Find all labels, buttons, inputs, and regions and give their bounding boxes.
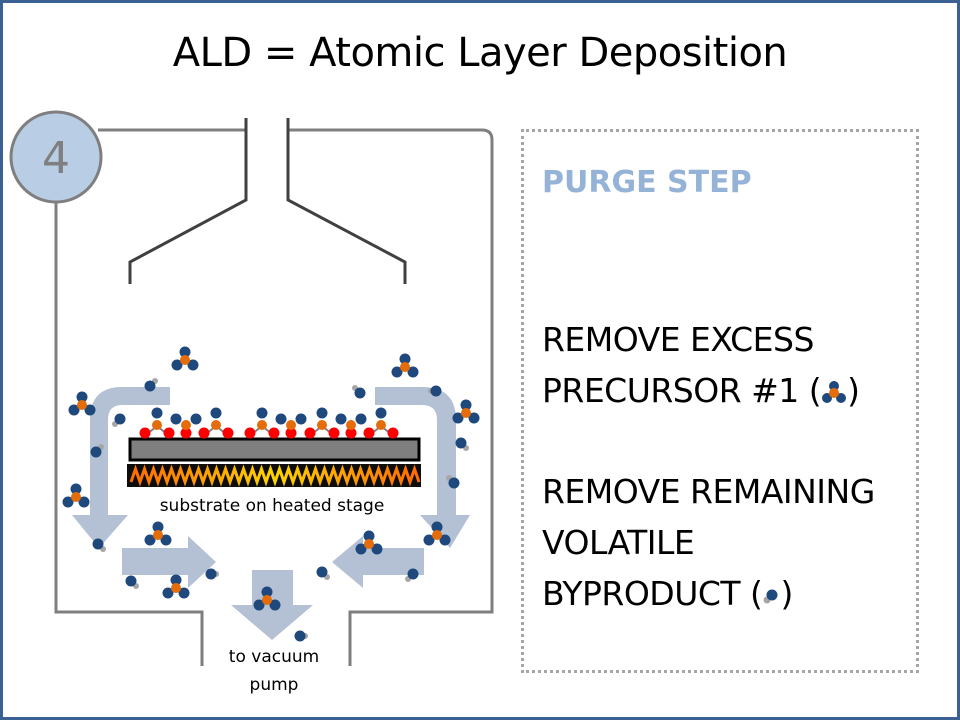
flow-arrow-left xyxy=(332,536,424,588)
byproduct-molecule-icon xyxy=(112,413,126,427)
step-heading: PURGE STEP xyxy=(542,165,752,200)
step-badge: 4 xyxy=(9,110,103,204)
precursor-molecule-icon xyxy=(822,380,847,403)
step-item-2: REMOVE REMAINING VOLATILE BYPRODUCT () xyxy=(542,466,875,619)
byproduct-molecule-icon xyxy=(405,568,419,582)
byproduct-molecule-icon xyxy=(90,444,104,458)
byproduct-molecules xyxy=(90,378,469,642)
flow-arrow-right-curved xyxy=(375,387,470,548)
substrate xyxy=(128,437,421,462)
step-item-2-line-1: REMOVE REMAINING xyxy=(542,472,875,511)
flow-arrow-right xyxy=(122,536,216,588)
heater-coil-icon xyxy=(129,464,421,487)
gas-inlet xyxy=(128,118,407,284)
step-description-panel xyxy=(521,129,919,673)
precursor-molecule-icon xyxy=(355,530,383,555)
step-number: 4 xyxy=(42,133,70,184)
surface-group xyxy=(198,407,234,439)
flow-arrow-left-curved xyxy=(72,387,170,548)
surface-group xyxy=(304,407,340,439)
substrate-label: substrate on heated stage xyxy=(160,496,385,516)
byproduct-molecule-icon xyxy=(316,566,330,580)
precursor-molecule-icon xyxy=(253,586,281,611)
byproduct-molecule-icon xyxy=(294,630,308,642)
step-item-1-line-1: REMOVE EXCESS xyxy=(542,320,814,359)
precursor-molecule-icon xyxy=(62,483,90,508)
byproduct-molecule-icon xyxy=(125,575,139,589)
byproduct-molecule-icon xyxy=(205,568,219,580)
surface-group xyxy=(170,413,202,439)
precursor-molecule-icon xyxy=(144,521,172,546)
precursor-molecule-icon xyxy=(391,353,419,378)
precursor-molecule-icon xyxy=(423,521,451,546)
chamber-wall xyxy=(54,128,494,666)
surface-group xyxy=(139,407,175,439)
surface-group xyxy=(275,413,307,439)
pump-label-line1: to vacuum xyxy=(229,647,319,667)
step-item-2-line-3: BYPRODUCT () xyxy=(542,574,793,613)
pump-label-line2: pump xyxy=(250,675,299,695)
surface-group xyxy=(335,413,367,439)
precursor-molecule-icon xyxy=(162,574,190,599)
precursor-molecule-icon xyxy=(171,346,199,371)
precursor-molecule-icon xyxy=(68,391,96,416)
byproduct-molecule-icon xyxy=(352,385,366,399)
byproduct-molecule-icon xyxy=(446,475,460,489)
step-item-2-line-2: VOLATILE xyxy=(542,523,695,562)
byproduct-molecule-icon xyxy=(92,538,106,552)
step-item-1-line-2: PRECURSOR #1 () xyxy=(542,371,860,410)
free-precursor-molecules xyxy=(62,346,480,611)
byproduct-molecule-icon xyxy=(763,589,778,603)
slide-title: ALD = Atomic Layer Deposition xyxy=(172,30,788,76)
step-item-1: REMOVE EXCESS PRECURSOR #1 () xyxy=(542,314,860,416)
byproduct-molecule-icon xyxy=(144,378,158,392)
byproduct-molecule-icon xyxy=(455,437,469,451)
surface-group xyxy=(244,407,280,439)
surface-group xyxy=(363,407,399,439)
byproduct-molecule-icon xyxy=(428,385,442,397)
surface-bound-species xyxy=(139,407,399,439)
precursor-molecule-icon xyxy=(452,399,480,424)
